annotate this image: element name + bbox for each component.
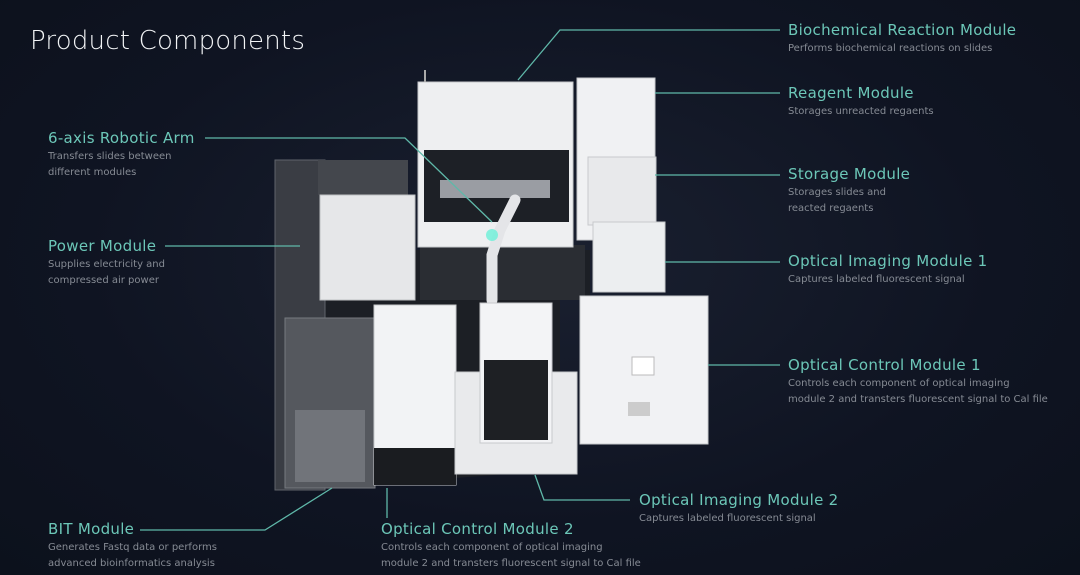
label-desc: compressed air power [48,275,159,286]
label-desc: Transfers slides between [48,151,172,162]
label-desc: Storages unreacted regaents [788,106,934,117]
label-heading: Optical Imaging Module 2 [639,491,839,509]
label-optical-imaging-module-1: Optical Imaging Module 1 Captures labele… [788,252,988,288]
label-desc: Captures labeled fluorescent signal [788,274,965,285]
label-heading: Optical Control Module 1 [788,356,981,374]
power-module-shape [319,194,416,301]
conveyor-platform [420,245,585,300]
label-desc: module 2 and transters fluorescent signa… [788,394,1048,405]
label-heading: Optical Imaging Module 1 [788,252,988,270]
panel [631,356,655,376]
label-heading: Storage Module [788,165,911,183]
label-heading: Power Module [48,237,157,255]
label-desc: Generates Fastq data or performs [48,542,217,553]
label-desc: advanced bioinformatics analysis [48,558,215,569]
label-desc: Controls each component of optical imagi… [788,378,1010,389]
label-storage-module: Storage Module Storages slides and react… [788,165,910,217]
robotic-arm-shape [486,194,521,306]
label-desc: reacted regaents [788,203,874,214]
vent [628,402,650,416]
label-robotic-arm: 6-axis Robotic Arm Transfers slides betw… [48,129,195,181]
label-optical-imaging-module-2: Optical Imaging Module 2 Captures labele… [639,491,839,527]
label-heading: Biochemical Reaction Module [788,21,1017,39]
label-heading: 6-axis Robotic Arm [48,129,195,147]
label-desc: Controls each component of optical imagi… [381,542,603,553]
oim2-door [484,360,548,440]
storage-module-shape [587,156,657,226]
label-bit-module: BIT Module Generates Fastq data or perfo… [48,520,217,572]
optical-imaging-module-1-shape [592,221,666,293]
label-power-module: Power Module Supplies electricity and co… [48,237,165,289]
label-reagent-module: Reagent Module Storages unreacted regaen… [788,84,934,120]
label-desc: Captures labeled fluorescent signal [639,513,816,524]
label-desc: different modules [48,167,137,178]
label-desc: module 2 and transters fluorescent signa… [381,558,641,569]
label-desc: Performs biochemical reactions on slides [788,43,993,54]
frame-top [318,160,408,195]
ocm2-base [374,448,456,485]
bit-glass [295,410,365,482]
label-biochemical-reaction-module: Biochemical Reaction Module Performs bio… [788,21,1016,57]
label-heading: BIT Module [48,520,135,538]
label-heading: Optical Control Module 2 [381,520,574,538]
callout-lines [140,29,780,531]
label-optical-control-module-1: Optical Control Module 1 Controls each c… [788,356,1048,408]
page-title: Product Components [30,26,306,56]
label-heading: Reagent Module [788,84,914,102]
label-desc: Supplies electricity and [48,259,165,270]
arm-light [486,229,498,241]
label-desc: Storages slides and [788,187,886,198]
label-optical-control-module-2: Optical Control Module 2 Controls each c… [381,520,641,572]
slide-rack [440,180,550,198]
